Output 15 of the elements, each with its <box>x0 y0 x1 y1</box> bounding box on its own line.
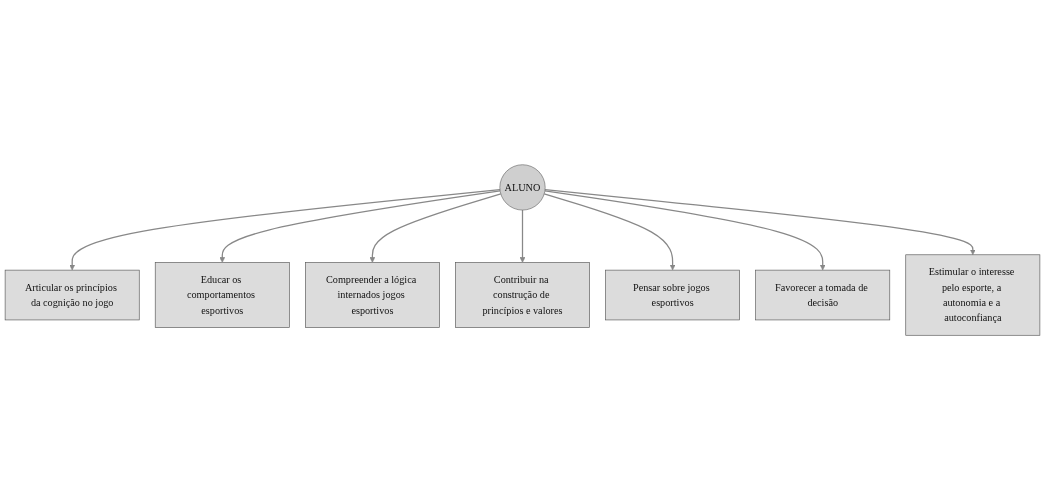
arrow <box>219 190 501 263</box>
node-circle: ALUNO <box>499 164 546 211</box>
node-box: Favorecer a tomada de decisão <box>755 269 891 321</box>
node-box: Estimular o interesse pelo esporte, a autonomia e a autoconfiança <box>905 254 1041 336</box>
node-box: Compreender a lógica internados jogos esportivos <box>305 262 440 328</box>
node-box: Educar os comportamentos esportivos <box>154 262 290 328</box>
node-box: Contribuir na construção de princípios e valores <box>455 262 590 328</box>
arrow <box>543 193 676 271</box>
arrow <box>544 189 976 256</box>
node-box: Articular os princípios da cognição no jogo <box>4 269 140 321</box>
arrow <box>369 193 502 263</box>
arrow <box>69 189 501 271</box>
node-box: Pensar sobre jogos esportivos <box>605 269 740 321</box>
arrow <box>519 209 526 263</box>
arrow <box>544 190 826 271</box>
